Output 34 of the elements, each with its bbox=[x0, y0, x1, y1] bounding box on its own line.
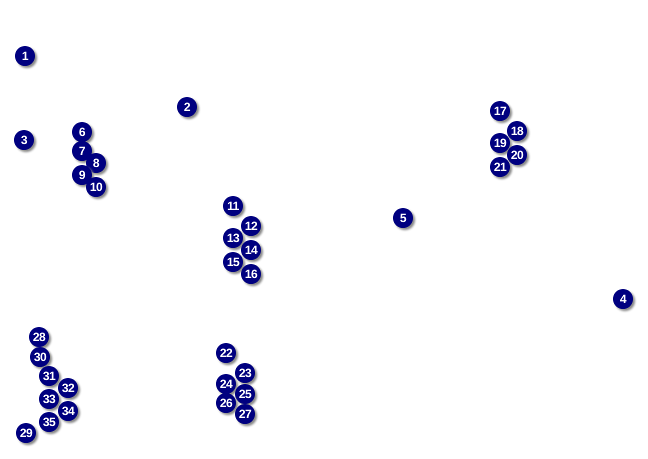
callout-number: 13 bbox=[223, 228, 243, 248]
callout-number: 4 bbox=[613, 289, 633, 309]
callout-number: 7 bbox=[72, 141, 92, 161]
callout-number: 11 bbox=[223, 196, 243, 216]
callout-number: 35 bbox=[39, 412, 59, 432]
callout-number: 22 bbox=[216, 343, 236, 363]
callout-number: 34 bbox=[58, 401, 78, 421]
callout-number: 23 bbox=[235, 363, 255, 383]
callout-number: 27 bbox=[235, 404, 255, 424]
callout-number: 30 bbox=[30, 347, 50, 367]
callout-number: 10 bbox=[86, 177, 106, 197]
callout-number: 24 bbox=[216, 374, 236, 394]
callout-number: 19 bbox=[490, 133, 510, 153]
callout-number: 14 bbox=[241, 240, 261, 260]
callout-number: 3 bbox=[14, 130, 34, 150]
callout-number: 2 bbox=[177, 97, 197, 117]
callout-number: 9 bbox=[72, 165, 92, 185]
callout-number: 32 bbox=[58, 378, 78, 398]
callout-number: 20 bbox=[507, 145, 527, 165]
callout-number: 12 bbox=[241, 216, 261, 236]
callout-number: 16 bbox=[241, 264, 261, 284]
callout-number: 1 bbox=[15, 46, 35, 66]
callout-number: 18 bbox=[507, 121, 527, 141]
callout-number: 28 bbox=[29, 327, 49, 347]
callout-number: 33 bbox=[39, 389, 59, 409]
callout-number: 21 bbox=[490, 157, 510, 177]
callout-number: 5 bbox=[393, 208, 413, 228]
callout-number: 26 bbox=[216, 393, 236, 413]
callout-number: 17 bbox=[490, 101, 510, 121]
callout-number: 15 bbox=[223, 252, 243, 272]
callout-number: 31 bbox=[39, 366, 59, 386]
callout-number: 25 bbox=[235, 384, 255, 404]
callout-number: 6 bbox=[72, 122, 92, 142]
callout-number: 29 bbox=[16, 423, 36, 443]
